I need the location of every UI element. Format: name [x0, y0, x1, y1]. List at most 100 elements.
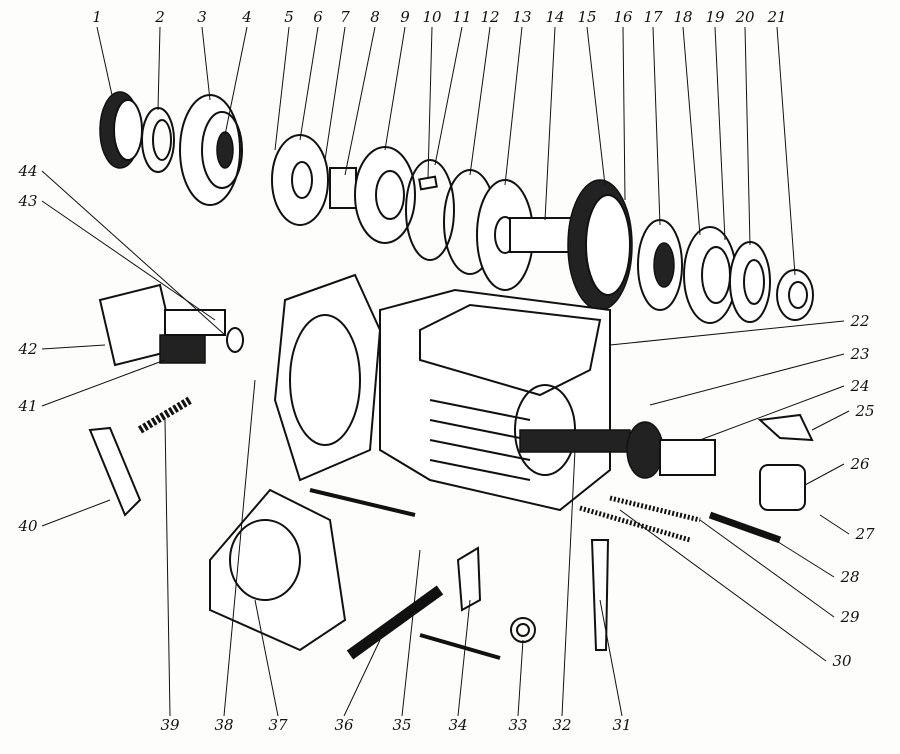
callout-label-3: 3 [197, 8, 207, 26]
leader-line-26 [804, 463, 845, 486]
callout-label-12: 12 [480, 8, 499, 26]
callout-label-29: 29 [839, 608, 860, 626]
callout-label-1: 1 [92, 8, 102, 26]
part-gear-15 [567, 179, 633, 311]
leader-lines [41, 26, 850, 717]
callout-label-20: 20 [734, 8, 755, 26]
part-lever-40 [88, 426, 142, 517]
part-shaft-32 [519, 429, 631, 453]
leader-line-23 [649, 353, 845, 406]
leader-line-33 [517, 639, 524, 717]
part-case-22 [379, 288, 611, 512]
callout-label-21: 21 [766, 8, 786, 26]
part-lever-34 [419, 546, 501, 660]
parts [88, 91, 814, 660]
part-cover-37 [209, 488, 347, 652]
leader-line-21 [776, 26, 796, 276]
leader-line-17 [652, 26, 661, 226]
leader-line-29 [699, 519, 835, 618]
part-bearing-2 [141, 107, 175, 173]
callout-label-4: 4 [241, 8, 252, 26]
callout-label-9: 9 [400, 8, 410, 26]
callout-label-25: 25 [854, 402, 874, 420]
leader-line-41 [41, 359, 166, 407]
part-bearing-17 [637, 219, 683, 311]
callout-label-18: 18 [673, 8, 692, 26]
callout-label-26: 26 [849, 455, 870, 473]
callout-label-36: 36 [334, 716, 354, 734]
part-fork-25 [757, 413, 814, 442]
leader-line-30 [619, 509, 827, 662]
callout-label-14: 14 [545, 8, 564, 26]
leader-line-24 [699, 385, 845, 441]
callout-label-30: 30 [832, 652, 852, 670]
callout-label-35: 35 [392, 716, 411, 734]
leader-line-15 [586, 26, 606, 186]
part-ring-20 [729, 241, 771, 323]
part-spring-29 [609, 495, 701, 523]
part-rod-28 [708, 511, 782, 544]
callout-label-5: 5 [284, 8, 294, 26]
leader-line-16 [622, 26, 626, 201]
callout-label-2: 2 [154, 8, 165, 26]
leader-line-44 [41, 170, 226, 336]
callout-label-43: 43 [17, 192, 37, 210]
callout-label-10: 10 [422, 8, 442, 26]
callout-label-17: 17 [643, 8, 663, 26]
callout-label-15: 15 [577, 8, 596, 26]
leader-line-39 [164, 419, 171, 717]
callout-label-27: 27 [854, 525, 875, 543]
leader-line-8 [344, 26, 376, 176]
leader-line-12 [469, 26, 491, 176]
leader-line-19 [714, 26, 726, 241]
leader-line-31 [599, 599, 623, 717]
leader-line-20 [744, 26, 751, 246]
part-cap-21 [776, 269, 814, 321]
leader-line-14 [544, 26, 556, 221]
callout-label-24: 24 [849, 377, 869, 395]
leader-line-13 [504, 26, 523, 186]
leader-line-5 [274, 26, 290, 151]
leader-line-7 [324, 26, 346, 161]
leader-line-42 [41, 344, 106, 350]
callout-label-44: 44 [17, 162, 37, 180]
callout-label-13: 13 [512, 8, 531, 26]
leader-line-18 [682, 26, 701, 236]
leader-line-25 [811, 410, 850, 431]
leader-line-4 [224, 26, 248, 136]
part-gear-24 [626, 421, 716, 479]
leader-line-34 [457, 599, 471, 717]
part-spring-8 [329, 167, 357, 209]
callout-label-42: 42 [17, 340, 37, 358]
leader-line-11 [434, 26, 463, 166]
callout-label-6: 6 [313, 8, 323, 26]
part-plate-6 [271, 134, 329, 226]
leader-line-6 [299, 26, 319, 141]
leader-line-9 [384, 26, 406, 151]
callout-label-23: 23 [849, 345, 869, 363]
part-gear-1 [99, 91, 143, 169]
callout-label-40: 40 [17, 517, 38, 535]
part-flange-38 [273, 273, 382, 482]
callout-label-7: 7 [340, 8, 350, 26]
part-gear-41 [159, 334, 206, 364]
leader-line-37 [254, 599, 279, 717]
leader-line-38 [223, 379, 256, 717]
leader-line-2 [157, 26, 161, 111]
callout-label-39: 39 [160, 716, 180, 734]
part-clutch-9 [354, 146, 416, 244]
part-bearing-19 [683, 226, 737, 324]
part-ring-11 [405, 159, 455, 261]
callout-label-19: 19 [705, 8, 725, 26]
callout-label-34: 34 [448, 716, 467, 734]
leader-line-27 [819, 514, 850, 535]
part-bolt [309, 488, 416, 517]
callout-label-32: 32 [552, 716, 571, 734]
part-spring-30 [579, 505, 691, 543]
part-sleeve-43 [164, 309, 244, 353]
callout-label-16: 16 [613, 8, 633, 26]
leader-line-1 [96, 26, 113, 96]
